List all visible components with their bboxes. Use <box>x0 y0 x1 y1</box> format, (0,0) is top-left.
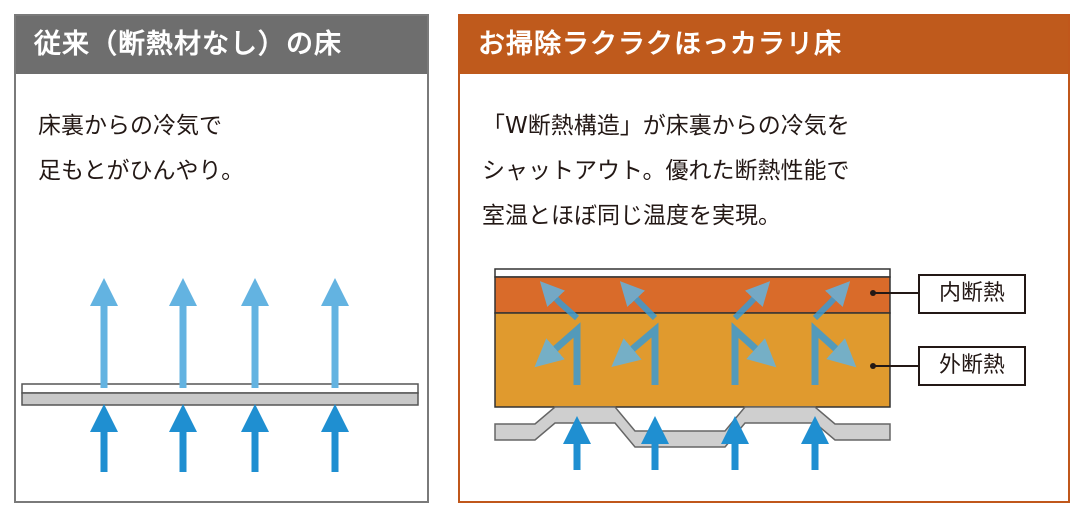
label-leader-lines <box>870 290 920 369</box>
description-line: 室温とほぼ同じ温度を実現。 <box>482 203 781 229</box>
outer-insulation-base-panel <box>494 406 891 448</box>
description-line: シャットアウト。優れた断熱性能で <box>482 158 850 184</box>
description-line: 足もとがひんやり。 <box>38 158 245 184</box>
cold-air-arrows-through-floor <box>90 278 349 472</box>
deflected-arrow-icon <box>611 322 659 385</box>
deflected-arrow-icon <box>539 281 579 321</box>
conventional-floor-description: 床裏からの冷気で 足もとがひんやり。 <box>38 104 244 194</box>
description-line: 床裏からの冷気で <box>38 113 222 139</box>
deflected-cold-air-arrows <box>534 281 857 385</box>
outer-insulation-layer <box>494 312 891 408</box>
deflected-arrow-icon <box>619 281 658 321</box>
inner-insulation-label: 内断熱 <box>918 274 1026 314</box>
conventional-floor-board <box>21 383 419 406</box>
deflected-arrow-icon <box>732 281 771 321</box>
conventional-floor-title: 従来（断熱材なし）の床 <box>16 16 427 74</box>
description-line: 「W断熱構造」が床裏からの冷気を <box>482 113 850 139</box>
deflected-arrow-icon <box>812 281 851 321</box>
insulated-floor-title: お掃除ラクラクほっカラリ床 <box>460 16 1068 74</box>
conventional-floor-panel: 従来（断熱材なし）の床 床裏からの冷気で 足もとがひんやり。 <box>14 14 429 503</box>
outer-insulation-label: 外断熱 <box>918 346 1026 386</box>
cold-air-arrows-below-floor <box>563 416 829 470</box>
deflected-arrow-icon <box>811 322 857 385</box>
deflected-arrow-icon <box>731 322 777 385</box>
insulated-floor-description: 「W断熱構造」が床裏からの冷気を シャットアウト。優れた断熱性能で 室温とほぼ同… <box>482 104 850 239</box>
deflected-arrow-icon <box>534 322 581 385</box>
floor-surface <box>494 268 891 278</box>
